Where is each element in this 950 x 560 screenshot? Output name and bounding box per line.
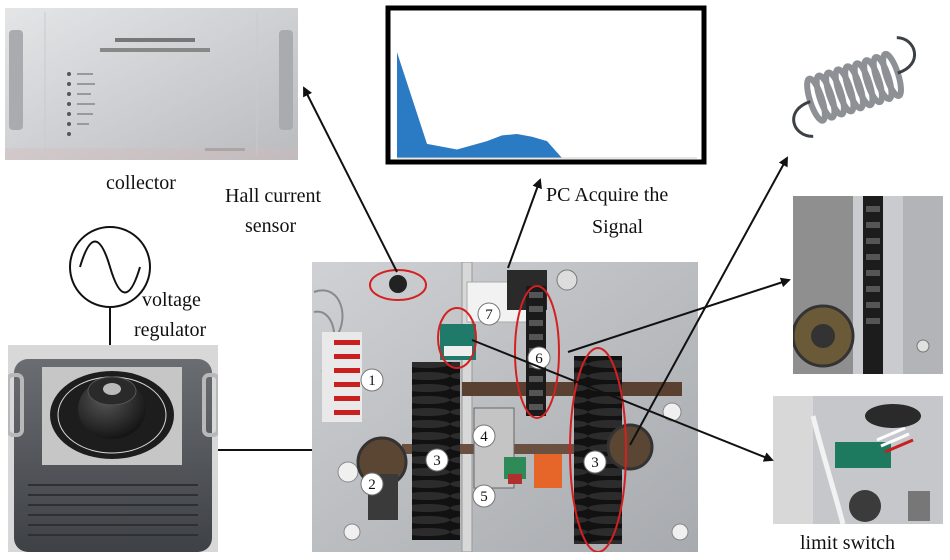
ac-source-symbol xyxy=(69,226,151,308)
pc-label-line1: PC Acquire the xyxy=(546,184,669,206)
signal-area xyxy=(397,52,577,158)
chain-sprocket-photo xyxy=(793,196,943,374)
component-number-label: 1 xyxy=(368,373,376,389)
chain-sprocket-illustration xyxy=(793,196,943,374)
hall-sensor-label-line2: sensor xyxy=(245,215,297,237)
test-apparatus-illustration: 1 2 3 3 4 5 6 7 xyxy=(312,262,698,552)
component-number-circle xyxy=(477,302,501,326)
component-number-circle xyxy=(360,472,384,496)
collector-photo xyxy=(5,8,298,160)
component-number-label: 2 xyxy=(368,477,376,493)
component-number-label: 4 xyxy=(480,429,488,445)
component-number-label: 6 xyxy=(535,351,543,367)
pc-label-line2: Signal xyxy=(592,216,644,238)
voltage-regulator-photo xyxy=(8,345,218,552)
signal-chart xyxy=(385,5,707,165)
test-apparatus-photo: 1 2 3 3 4 5 6 7 xyxy=(312,262,698,552)
limit-switch-illustration xyxy=(773,396,943,524)
tension-spring-illustration xyxy=(770,25,940,150)
component-number-circle xyxy=(472,484,496,508)
signal-chart-frame xyxy=(385,5,707,165)
arrow-to-collector xyxy=(303,86,398,273)
collector-label: collector xyxy=(106,172,176,194)
component-number-label: 3 xyxy=(591,455,599,471)
voltage-regulator-label-line1: voltage xyxy=(142,289,201,311)
limit-switch-label: limit switch xyxy=(800,532,895,554)
arrow-to-pc xyxy=(507,178,542,269)
component-number-circle xyxy=(360,368,384,392)
collector-illustration xyxy=(5,8,298,160)
component-number-label: 3 xyxy=(433,453,441,469)
tension-spring-photo xyxy=(770,25,940,150)
voltage-regulator-label-line2: regulator xyxy=(134,319,207,341)
component-number-label: 5 xyxy=(480,489,488,505)
hall-sensor-label-line1: Hall current xyxy=(225,185,322,207)
regulator-connector-line xyxy=(218,449,313,451)
component-number-circle xyxy=(425,448,449,472)
component-number-label: 7 xyxy=(485,307,493,323)
limit-switch-photo xyxy=(773,396,943,524)
voltage-regulator-illustration xyxy=(8,345,218,552)
